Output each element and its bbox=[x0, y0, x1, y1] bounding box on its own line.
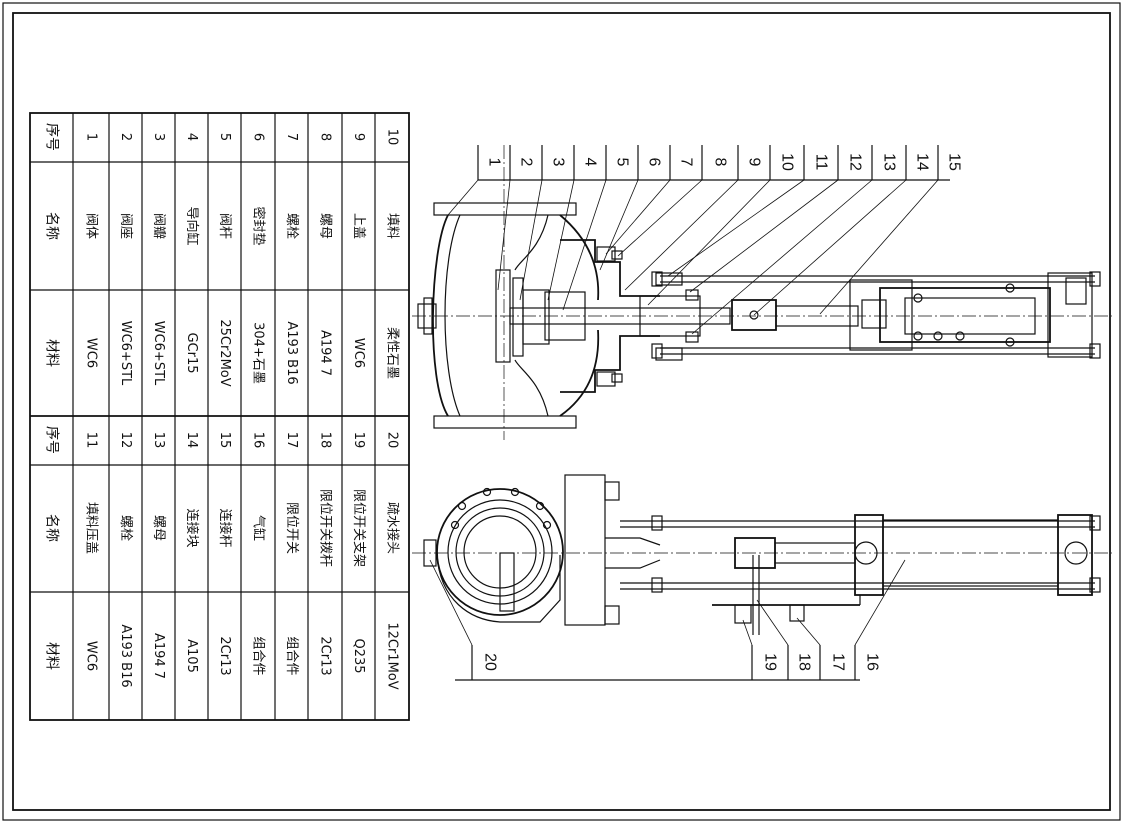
bom-cell-no: 15 bbox=[217, 432, 232, 449]
bom-cell-name: 阀杆 bbox=[217, 213, 232, 239]
callout-number: 10 bbox=[779, 153, 796, 171]
bom-cell-no: 7 bbox=[284, 133, 299, 141]
callout-number: 7 bbox=[678, 158, 695, 167]
bom-cell-no: 11 bbox=[84, 432, 99, 449]
bom-cell-no: 16 bbox=[251, 432, 266, 449]
bom-cell-name: 气缸 bbox=[251, 515, 267, 541]
bom-header-material: 材料 bbox=[44, 339, 60, 367]
callout-number: 13 bbox=[881, 153, 898, 171]
bom-cell-no: 5 bbox=[217, 133, 232, 141]
callout-number: 2 bbox=[518, 158, 535, 167]
bom-cell-no: 1 bbox=[84, 133, 99, 141]
bom-header-no: 序号 bbox=[44, 426, 60, 454]
bom-cell-name: 填料 bbox=[385, 213, 400, 239]
callout-number: 16 bbox=[864, 653, 881, 671]
bom-cell-name: 阀体 bbox=[84, 213, 99, 239]
bom-cell-name: 限位开关支架 bbox=[351, 489, 366, 567]
bom-cell-name: 螺栓 bbox=[118, 515, 133, 541]
callout-number: 17 bbox=[830, 653, 847, 671]
bom-cell-material: WC6+STL bbox=[151, 321, 166, 386]
callout-number: 19 bbox=[762, 653, 779, 671]
bom-cell-material: GCr15 bbox=[184, 332, 199, 373]
bom-cell-name: 限位开关拨杆 bbox=[318, 489, 333, 567]
bom-cell-material: WC6 bbox=[84, 641, 99, 671]
bom-cell-no: 6 bbox=[251, 133, 266, 141]
callout-number: 8 bbox=[712, 158, 729, 167]
bom-cell-no: 8 bbox=[318, 133, 333, 141]
bom-cell-material: 2Cr13 bbox=[217, 636, 232, 675]
bom-cell-name: 螺栓 bbox=[284, 213, 299, 239]
bom-cell-name: 螺母 bbox=[318, 213, 333, 239]
bom-header-material: 材料 bbox=[44, 642, 60, 670]
bom-cell-material: 12Cr1MoV bbox=[385, 622, 400, 689]
bom-cell-material: 2Cr13 bbox=[318, 636, 333, 675]
bom-cell-no: 18 bbox=[318, 432, 333, 449]
bom-cell-no: 19 bbox=[351, 432, 366, 449]
bom-cell-no: 3 bbox=[151, 133, 166, 141]
valve-side-view bbox=[412, 474, 1112, 635]
bom-cell-no: 17 bbox=[284, 432, 299, 449]
bom-cell-name: 密封垫 bbox=[251, 206, 267, 245]
bom-cell-material: WC6 bbox=[351, 338, 366, 368]
callout-number: 12 bbox=[847, 153, 864, 171]
bom-cell-material: 柔性石墨 bbox=[385, 327, 400, 379]
bom-cell-material: WC6+STL bbox=[118, 321, 133, 386]
bom-cell-material: A194 7 bbox=[151, 633, 166, 679]
valve-section-view bbox=[412, 145, 1112, 440]
bom-cell-name: 填料压盖 bbox=[84, 502, 99, 554]
callout-number: 14 bbox=[914, 153, 931, 171]
bom-cell-name: 导向缸 bbox=[184, 206, 200, 245]
bom-cell-no: 9 bbox=[351, 133, 366, 141]
bom-cell-material: 304+石墨 bbox=[251, 322, 266, 384]
bom-cell-material: 25Cr2MoV bbox=[217, 319, 232, 386]
bom-cell-no: 13 bbox=[151, 432, 166, 449]
bom-cell-no: 14 bbox=[184, 432, 199, 449]
callout-number: 20 bbox=[482, 653, 499, 671]
bom-cell-material: Q235 bbox=[351, 638, 366, 673]
bom-header-name: 名称 bbox=[44, 514, 60, 542]
inner-frame bbox=[12, 12, 1111, 811]
bom-cell-material: A105 bbox=[184, 639, 199, 673]
bom-cell-name: 上盖 bbox=[351, 213, 366, 239]
bill-of-materials: 序号名称材料1阀体WC62阀座WC6+STL3阀瓣WC6+STL4导向缸GCr1… bbox=[29, 112, 410, 721]
bom-header-no: 序号 bbox=[44, 123, 60, 151]
bom-cell-material: A194 7 bbox=[318, 330, 333, 376]
bom-cell-no: 10 bbox=[385, 129, 400, 146]
bom-cell-no: 2 bbox=[118, 133, 133, 141]
callout-number: 9 bbox=[746, 158, 763, 167]
callout-number: 1 bbox=[486, 158, 503, 167]
callout-number: 5 bbox=[614, 158, 631, 167]
bom-cell-material: 组合件 bbox=[251, 636, 266, 675]
bom-cell-material: 组合件 bbox=[284, 636, 299, 675]
callout-number: 4 bbox=[582, 158, 599, 167]
bom-header-name: 名称 bbox=[44, 212, 60, 240]
callout-number: 6 bbox=[646, 158, 663, 167]
bom-cell-no: 20 bbox=[385, 432, 400, 449]
callout-number: 3 bbox=[550, 158, 567, 167]
bom-cell-no: 4 bbox=[184, 133, 199, 141]
bom-cell-material: A193 B16 bbox=[284, 321, 299, 384]
bom-cell-material: WC6 bbox=[84, 338, 99, 368]
bom-cell-name: 阀瓣 bbox=[151, 213, 166, 239]
callout-number: 11 bbox=[813, 154, 830, 171]
bom-cell-name: 疏水接头 bbox=[385, 502, 401, 554]
bom-cell-name: 连接块 bbox=[184, 508, 200, 547]
bom-cell-name: 限位开关 bbox=[284, 502, 299, 554]
callout-number: 18 bbox=[796, 653, 813, 671]
bom-cell-name: 螺母 bbox=[151, 515, 166, 541]
callout-number: 15 bbox=[946, 153, 963, 171]
bom-cell-name: 阀座 bbox=[118, 213, 133, 239]
bom-cell-no: 12 bbox=[118, 432, 133, 449]
bom-cell-material: A193 B16 bbox=[118, 624, 133, 687]
bom-cell-name: 连接杆 bbox=[217, 508, 233, 547]
